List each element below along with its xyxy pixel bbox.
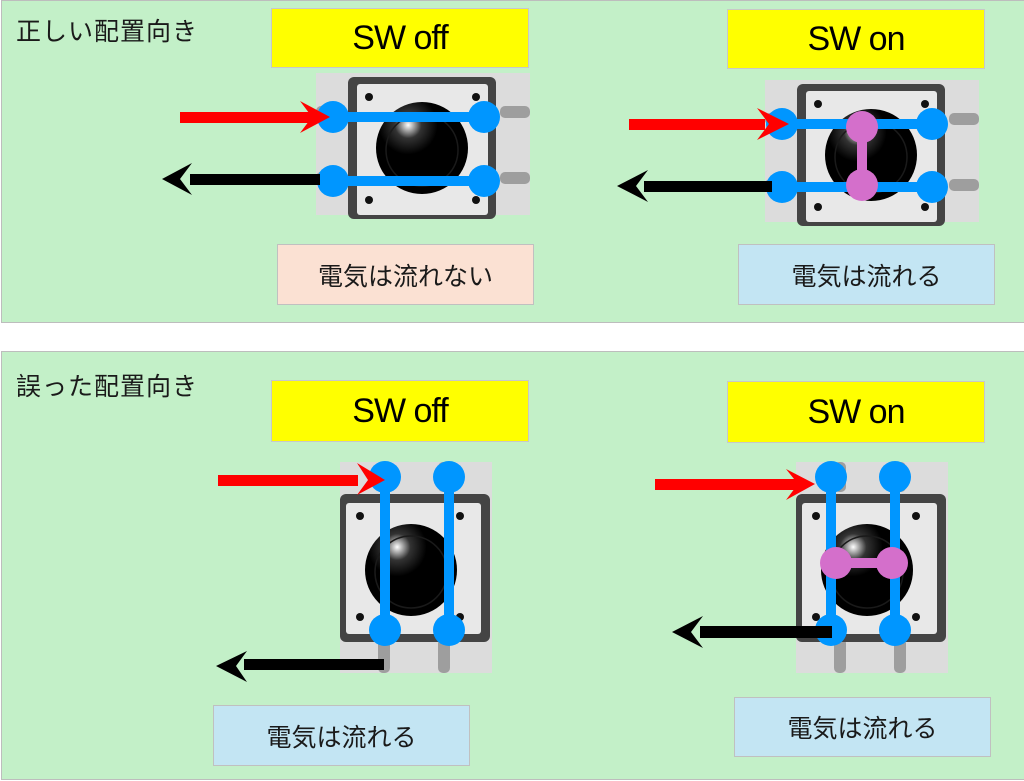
switch-correct-on xyxy=(764,79,980,227)
sw-on-label: SW on xyxy=(727,9,985,69)
terminal xyxy=(369,461,401,493)
sw-off-label: SW off xyxy=(271,8,529,68)
switch-wrong-on xyxy=(795,461,949,674)
output-arrow-icon xyxy=(672,616,832,648)
sw-off-label: SW off xyxy=(271,380,529,442)
input-arrow-icon xyxy=(655,469,815,500)
wrong-orientation-title: 誤った配置向き xyxy=(16,372,199,401)
result-current-flows: 電気は流れる xyxy=(213,705,470,766)
terminal xyxy=(317,101,349,133)
output-arrow-icon xyxy=(162,163,320,195)
terminal xyxy=(317,165,349,197)
correct-orientation-title: 正しい配置向き xyxy=(16,17,199,46)
switch-wrong-off xyxy=(339,461,493,674)
bridge-contact xyxy=(876,547,908,579)
result-current-flows: 電気は流れる xyxy=(734,697,991,757)
input-arrow-icon xyxy=(218,463,385,495)
output-arrow-icon xyxy=(216,651,384,682)
terminal xyxy=(766,171,798,203)
terminal xyxy=(433,461,465,493)
terminal xyxy=(433,614,465,646)
output-arrow-icon xyxy=(617,170,772,202)
terminal xyxy=(369,614,401,646)
input-arrow-icon xyxy=(629,108,789,140)
terminal xyxy=(879,614,911,646)
bridge-contact xyxy=(846,169,878,201)
bridge-contact xyxy=(846,111,878,143)
terminal xyxy=(916,108,948,140)
terminal xyxy=(916,171,948,203)
terminal xyxy=(879,461,911,493)
sw-on-label: SW on xyxy=(727,381,985,443)
terminal xyxy=(468,165,500,197)
result-current-flows: 電気は流れる xyxy=(738,244,995,305)
result-no-current: 電気は流れない xyxy=(277,244,534,305)
terminal xyxy=(468,101,500,133)
terminal xyxy=(815,461,847,493)
switch-correct-off xyxy=(315,72,531,220)
input-arrow-icon xyxy=(180,101,330,133)
bridge-contact xyxy=(820,547,852,579)
